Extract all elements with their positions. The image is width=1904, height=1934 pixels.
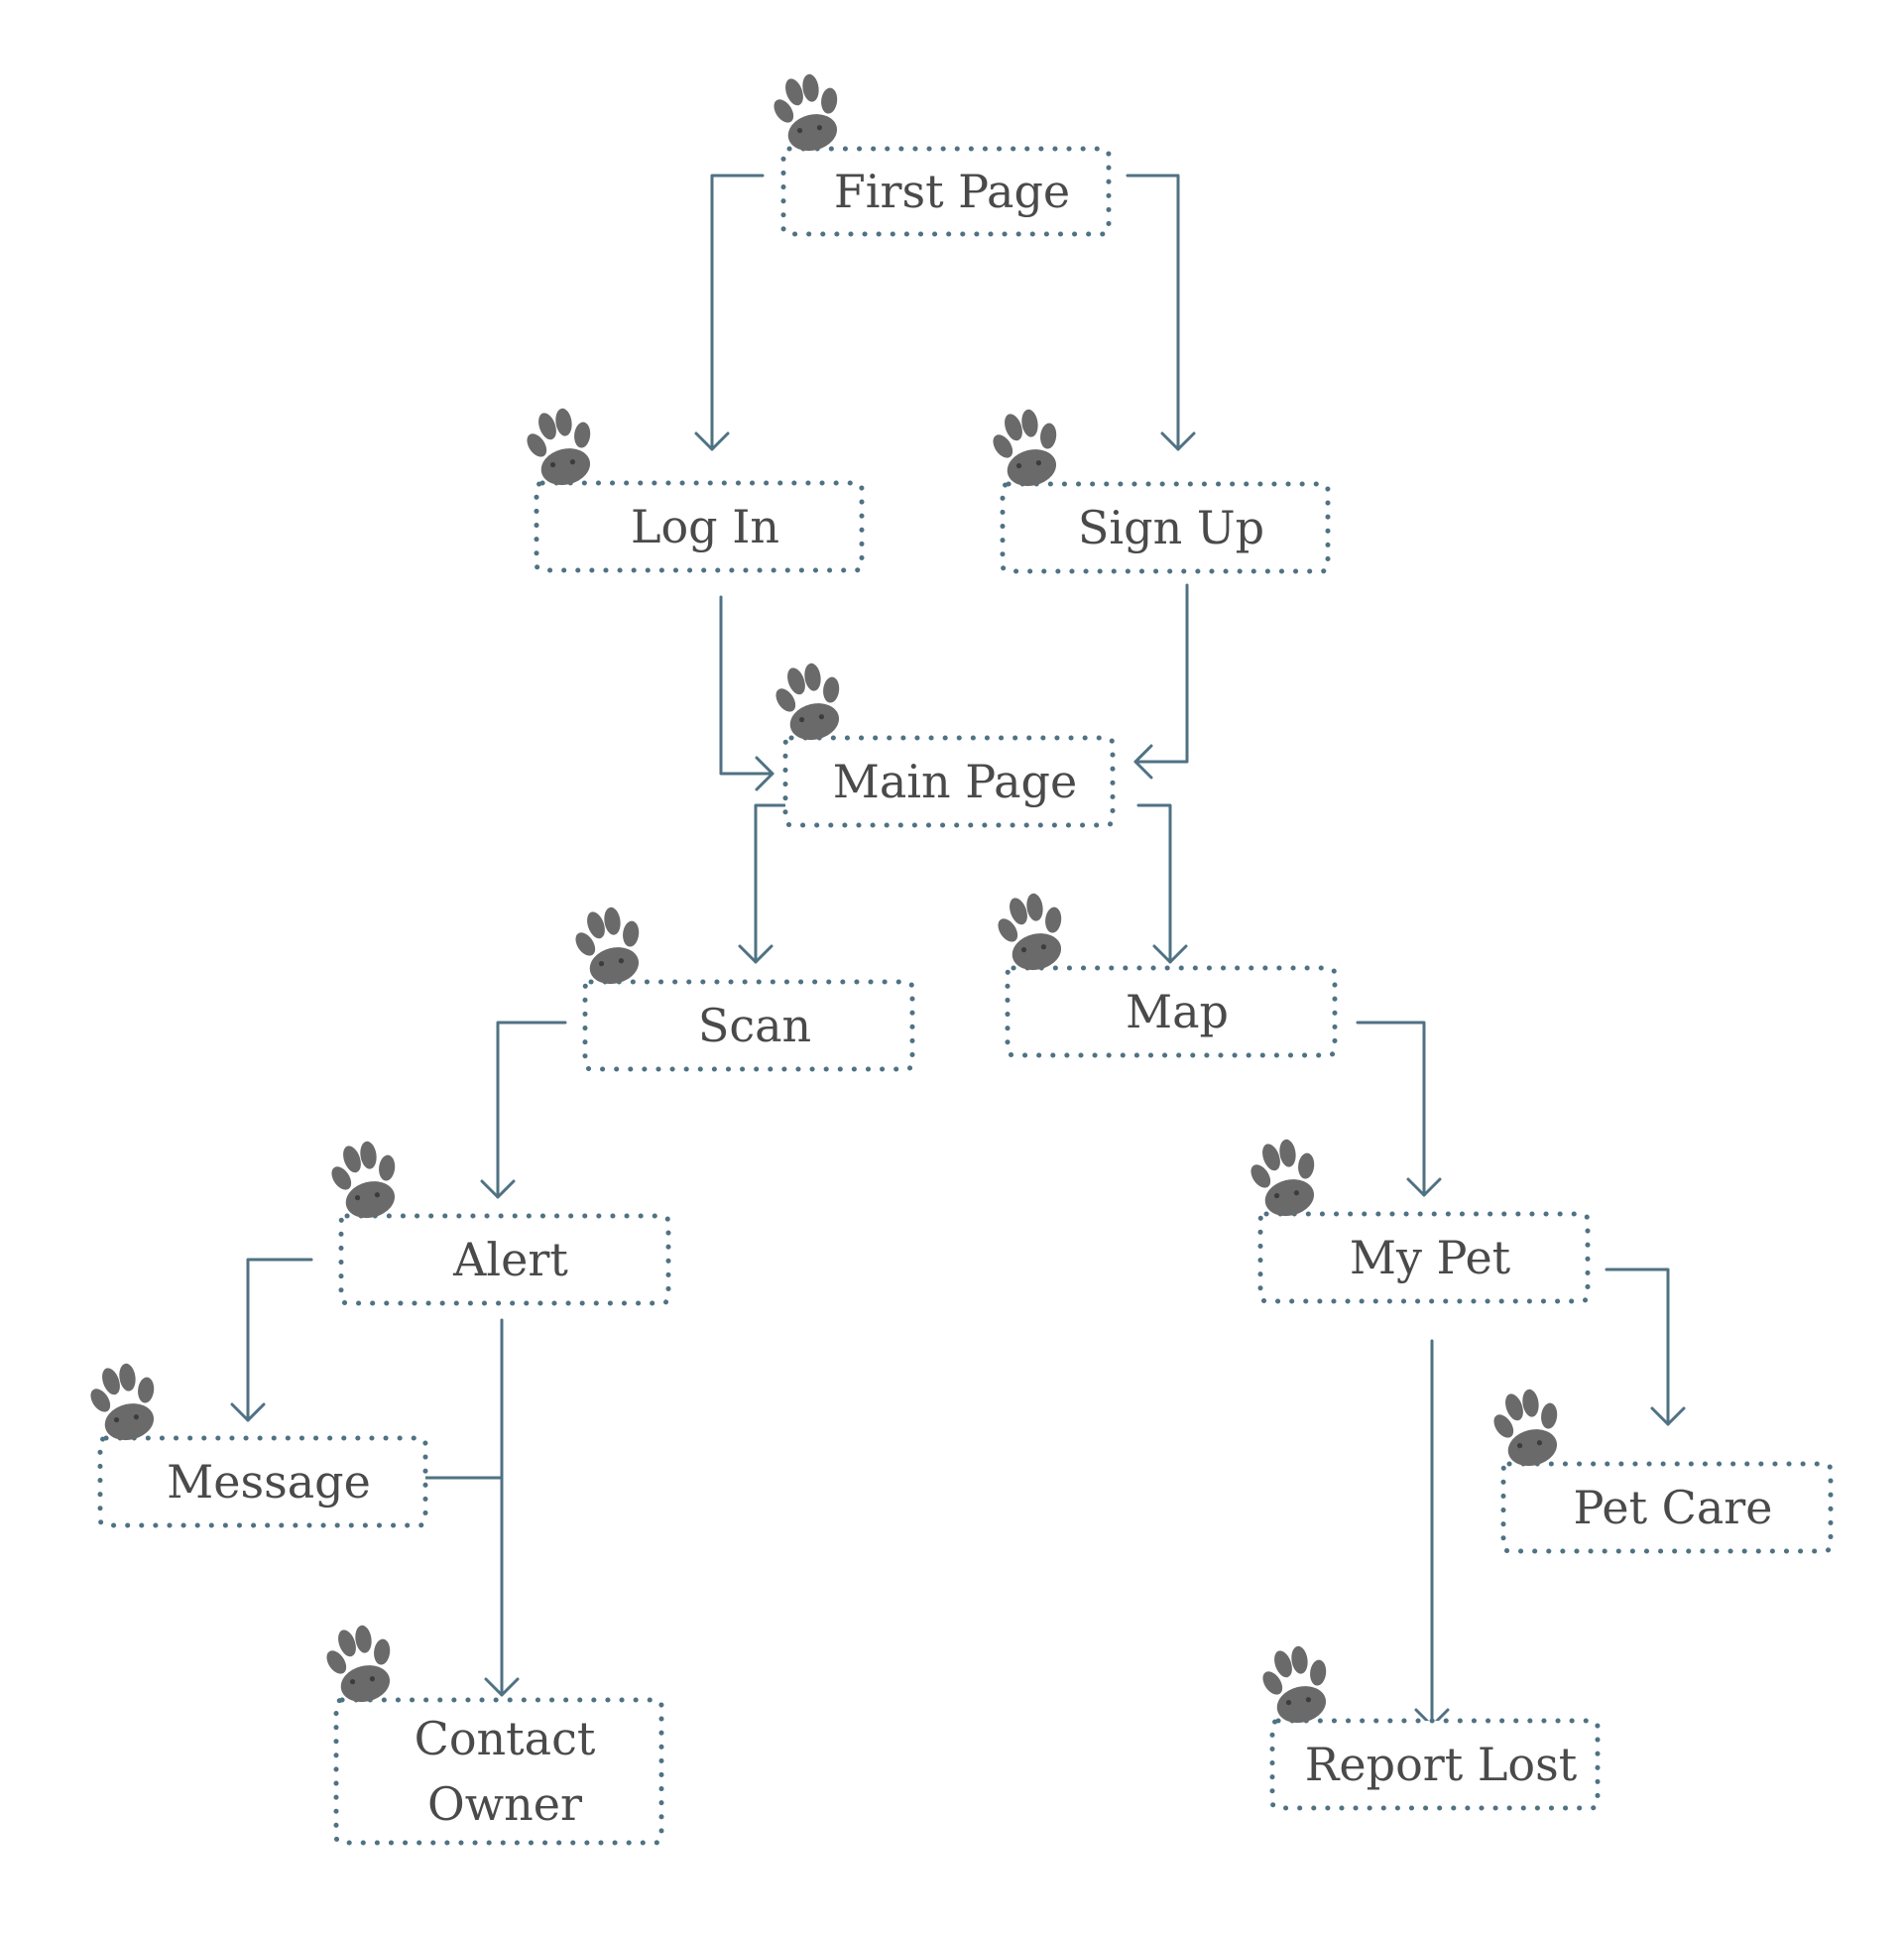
- node-label: First Page: [834, 165, 1070, 218]
- edge-my-pet-to-pet-care: [1605, 1268, 1686, 1426]
- node-map: Map: [998, 893, 1338, 1058]
- node-alert: Alert: [331, 1141, 671, 1306]
- node-label: Pet Care: [1573, 1481, 1772, 1534]
- paw-print-icon: [527, 408, 591, 486]
- node-box: [97, 1435, 428, 1528]
- node-label: Log In: [631, 500, 779, 553]
- arrow-head-icon: [1650, 1406, 1686, 1426]
- edge-map-to-my-pet: [1356, 1021, 1442, 1197]
- connector-line: [496, 1021, 567, 1199]
- paw-print-icon: [775, 663, 840, 741]
- connector-line: [1126, 174, 1180, 451]
- connector-line: [246, 1258, 313, 1422]
- paw-print-icon: [331, 1141, 396, 1219]
- edge-alert-to-contact-owner: [484, 1318, 520, 1697]
- node-label: Contact: [415, 1712, 596, 1765]
- node-box: [1000, 481, 1331, 574]
- node-label: Sign Up: [1078, 501, 1264, 554]
- edge-alert-to-message: [230, 1258, 313, 1422]
- connector-line: [1356, 1021, 1426, 1197]
- node-box: [1005, 965, 1338, 1058]
- arrow-head-icon: [755, 756, 774, 791]
- node-label: Map: [1126, 985, 1229, 1038]
- node-label: My Pet: [1350, 1231, 1511, 1284]
- edges-layer: [230, 174, 1686, 1728]
- node-scan: Scan: [575, 907, 915, 1072]
- edge-first-page-to-log-in: [694, 174, 765, 451]
- arrow-head-icon: [1133, 744, 1153, 780]
- paw-print-icon: [774, 73, 838, 152]
- connector-line: [754, 803, 786, 964]
- connector-line: [710, 174, 765, 451]
- node-log-in: Log In: [527, 408, 865, 573]
- paw-print-icon: [998, 893, 1062, 971]
- node-report-lost: Report Lost: [1262, 1645, 1601, 1811]
- edge-scan-to-alert: [480, 1021, 567, 1199]
- paw-print-icon: [1493, 1389, 1558, 1467]
- node-box: [780, 146, 1112, 237]
- node-label: Report Lost: [1305, 1738, 1578, 1791]
- node-box: [333, 1697, 664, 1846]
- edge-main-page-to-scan: [738, 803, 786, 964]
- arrow-head-icon: [738, 944, 774, 964]
- node-label: Message: [167, 1455, 371, 1509]
- node-box: [1500, 1461, 1834, 1554]
- node-my-pet: My Pet: [1250, 1139, 1591, 1304]
- node-box: [582, 979, 915, 1072]
- node-label: Main Page: [833, 755, 1077, 808]
- paw-print-icon: [1262, 1645, 1327, 1724]
- arrow-head-icon: [1160, 431, 1196, 451]
- node-message: Message: [90, 1363, 428, 1528]
- node-box: [338, 1213, 671, 1306]
- node-sign-up: Sign Up: [993, 409, 1331, 574]
- connector-line: [1605, 1268, 1670, 1426]
- paw-print-icon: [90, 1363, 155, 1441]
- arrow-head-icon: [1152, 944, 1188, 964]
- paw-print-icon: [326, 1625, 391, 1703]
- arrow-head-icon: [694, 431, 730, 451]
- edge-first-page-to-sign-up: [1126, 174, 1196, 451]
- node-box: [1269, 1718, 1601, 1811]
- arrow-head-icon: [484, 1677, 520, 1697]
- paw-print-icon: [1250, 1139, 1315, 1217]
- arrow-head-icon: [1406, 1177, 1442, 1197]
- node-label: Alert: [452, 1233, 568, 1286]
- node-label: Owner: [427, 1777, 582, 1831]
- paw-print-icon: [575, 907, 640, 985]
- node-box: [534, 480, 865, 573]
- edge-my-pet-to-report-lost: [1414, 1339, 1450, 1728]
- paw-print-icon: [993, 409, 1057, 487]
- node-label: Scan: [698, 999, 811, 1052]
- node-box: [782, 735, 1116, 828]
- connector-line: [1136, 803, 1172, 964]
- node-pet-care: Pet Care: [1493, 1389, 1834, 1554]
- connector-line: [1133, 583, 1189, 764]
- node-box: [1257, 1211, 1591, 1304]
- node-first-page: First Page: [774, 73, 1112, 237]
- edge-main-page-to-map: [1136, 803, 1188, 964]
- node-main-page: Main Page: [775, 663, 1116, 828]
- arrow-head-icon: [230, 1402, 266, 1422]
- edge-sign-up-to-main-page: [1133, 583, 1189, 780]
- connector-line: [719, 595, 774, 776]
- arrow-head-icon: [480, 1179, 516, 1199]
- edge-log-in-to-main-page: [719, 595, 774, 791]
